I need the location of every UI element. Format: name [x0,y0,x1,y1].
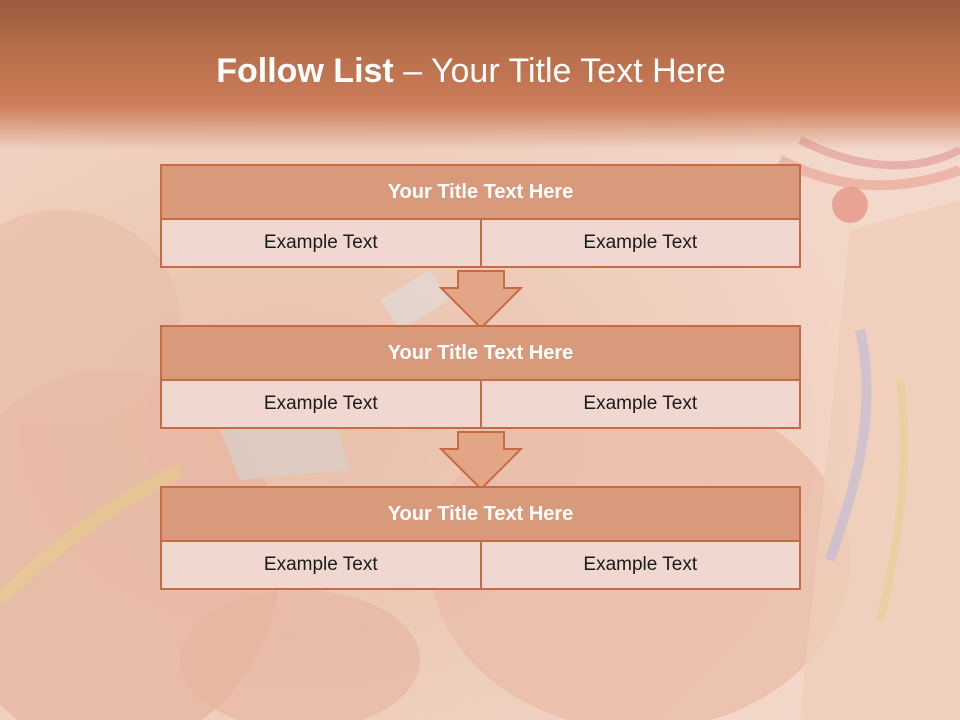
step-cell-left: Example Text [160,218,482,268]
step-cell-right: Example Text [479,379,801,429]
step-cell-left: Example Text [160,379,482,429]
slide-title: Follow List – Your Title Text Here [0,52,942,91]
slide-title-rest: – Your Title Text Here [393,52,726,90]
step-cell-right: Example Text [479,218,801,268]
step-cell-left: Example Text [160,540,482,590]
step-row: Example Text Example Text [160,218,801,268]
down-arrow-icon [439,270,523,330]
step-title: Your Title Text Here [160,164,801,220]
down-arrow-icon [439,431,523,491]
step-block-1: Your Title Text Here Example Text Exampl… [160,164,801,268]
step-cell-right: Example Text [479,540,801,590]
slide-title-bold: Follow List [216,52,394,90]
step-title: Your Title Text Here [160,325,801,381]
step-block-3: Your Title Text Here Example Text Exampl… [160,486,801,590]
header-band [0,0,960,150]
step-block-2: Your Title Text Here Example Text Exampl… [160,325,801,429]
step-title: Your Title Text Here [160,486,801,542]
step-row: Example Text Example Text [160,540,801,590]
step-row: Example Text Example Text [160,379,801,429]
